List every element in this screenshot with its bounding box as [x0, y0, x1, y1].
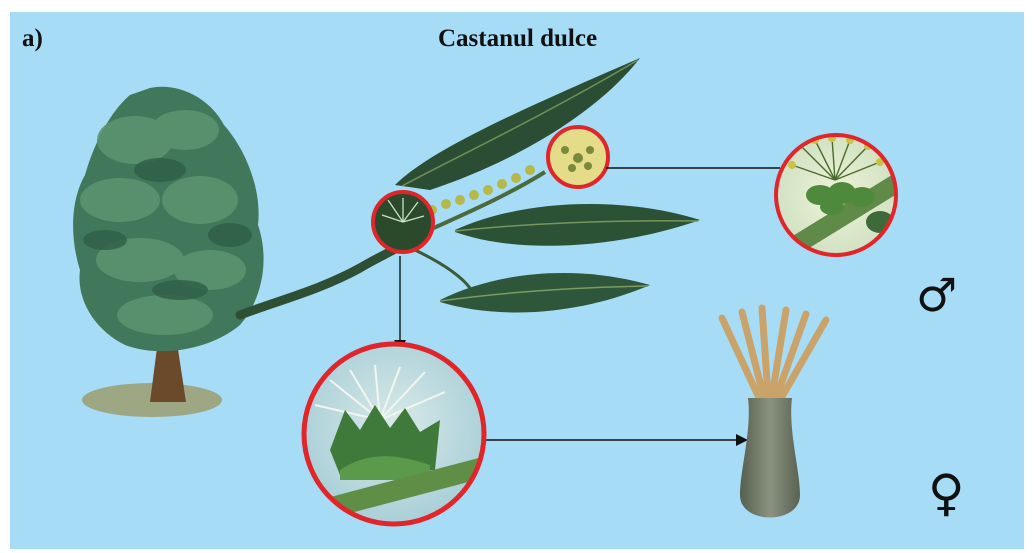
figure-label: a) — [22, 25, 43, 53]
figure-title: Castanul dulce — [438, 25, 597, 53]
male-flower-zoom — [770, 134, 910, 266]
chestnut-tree-illustration — [73, 87, 263, 417]
female-symbol: ♀ — [928, 464, 965, 522]
female-flower-zoom — [300, 344, 495, 525]
chestnut-branch-illustration — [240, 58, 700, 315]
male-symbol: ♂ — [916, 268, 957, 322]
pistil-illustration — [722, 308, 826, 518]
